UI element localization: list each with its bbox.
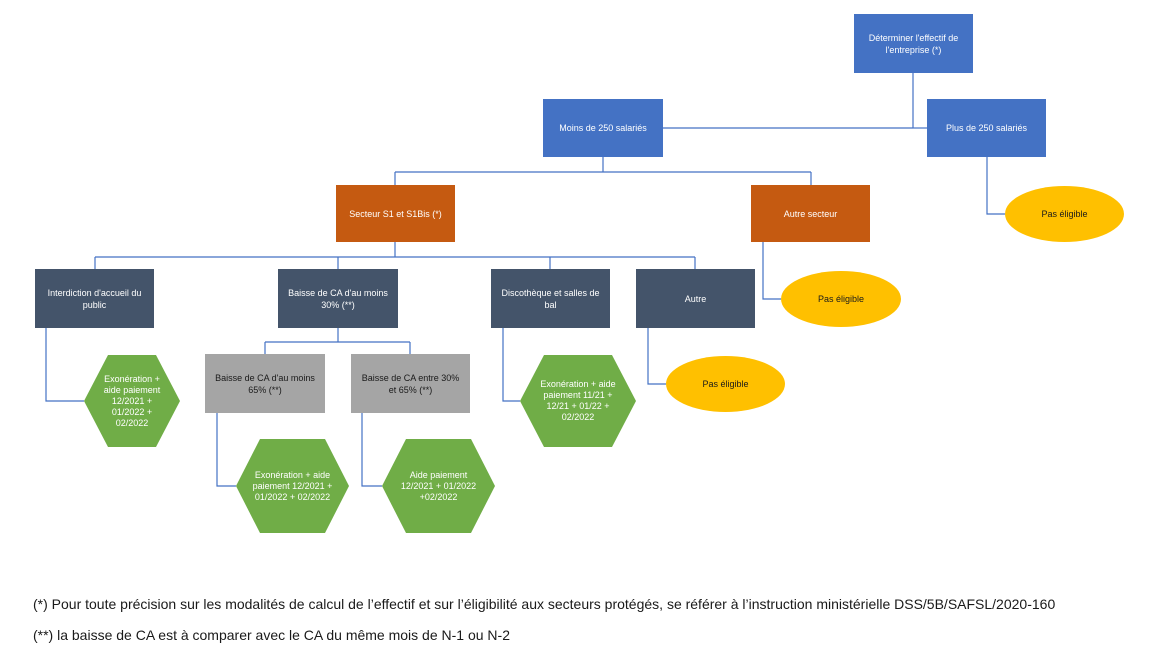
gt250-node: Plus de 250 salariés (927, 99, 1046, 157)
hex-interdiction-label: Exonération + aide paiement 12/2021 + 01… (103, 373, 161, 428)
ineligible-gt250: Pas éligible (1005, 186, 1124, 242)
ineligible-autre: Pas éligible (666, 356, 785, 412)
connector-interdiction-hex (45, 328, 84, 402)
connector-autre-ineligible (647, 328, 666, 385)
footnote-1: (*) Pour toute précision sur les modalit… (33, 596, 1056, 612)
connector-baisse30-65-hex (361, 413, 382, 487)
hex-disco: Exonération + aide paiement 11/21 + 12/2… (520, 355, 636, 447)
hex-baisse30-65-label: Aide paiement 12/2021 + 01/2022 +02/2022 (400, 469, 477, 502)
hex-baisse65: Exonération + aide paiement 12/2021 + 01… (236, 439, 349, 533)
baisse30-node: Baisse de CA d'au moins 30% (**) (278, 269, 398, 328)
ineligible-other-sector: Pas éligible (781, 271, 901, 327)
connector-disco-hex (502, 328, 520, 402)
connector-other-ineligible (762, 242, 781, 300)
s1-sector-node: Secteur S1 et S1Bis (*) (336, 185, 455, 242)
hex-baisse30-65: Aide paiement 12/2021 + 01/2022 +02/2022 (382, 439, 495, 533)
footnote-2: (**) la baisse de CA est à comparer avec… (33, 627, 510, 643)
lt250-node: Moins de 250 salariés (543, 99, 663, 157)
connector-gt250-ineligible (986, 157, 1005, 215)
interdiction-node: Interdiction d'accueil du public (35, 269, 154, 328)
connector-baisse65-hex (216, 413, 236, 487)
autre-node: Autre (636, 269, 755, 328)
disco-node: Discothèque et salles de bal (491, 269, 610, 328)
root-node: Déterminer l'effectif de l'entreprise (*… (854, 14, 973, 73)
baisse30-65-node: Baisse de CA entre 30% et 65% (**) (351, 354, 470, 413)
baisse65-node: Baisse de CA d'au moins 65% (**) (205, 354, 325, 413)
other-sector-node: Autre secteur (751, 185, 870, 242)
hex-interdiction: Exonération + aide paiement 12/2021 + 01… (84, 355, 180, 447)
hex-baisse65-label: Exonération + aide paiement 12/2021 + 01… (252, 469, 333, 502)
hex-disco-label: Exonération + aide paiement 11/21 + 12/2… (540, 379, 616, 422)
